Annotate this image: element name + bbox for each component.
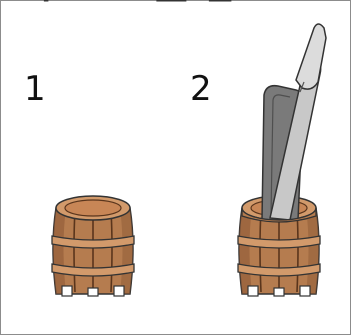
step-1-barrel (52, 196, 134, 296)
